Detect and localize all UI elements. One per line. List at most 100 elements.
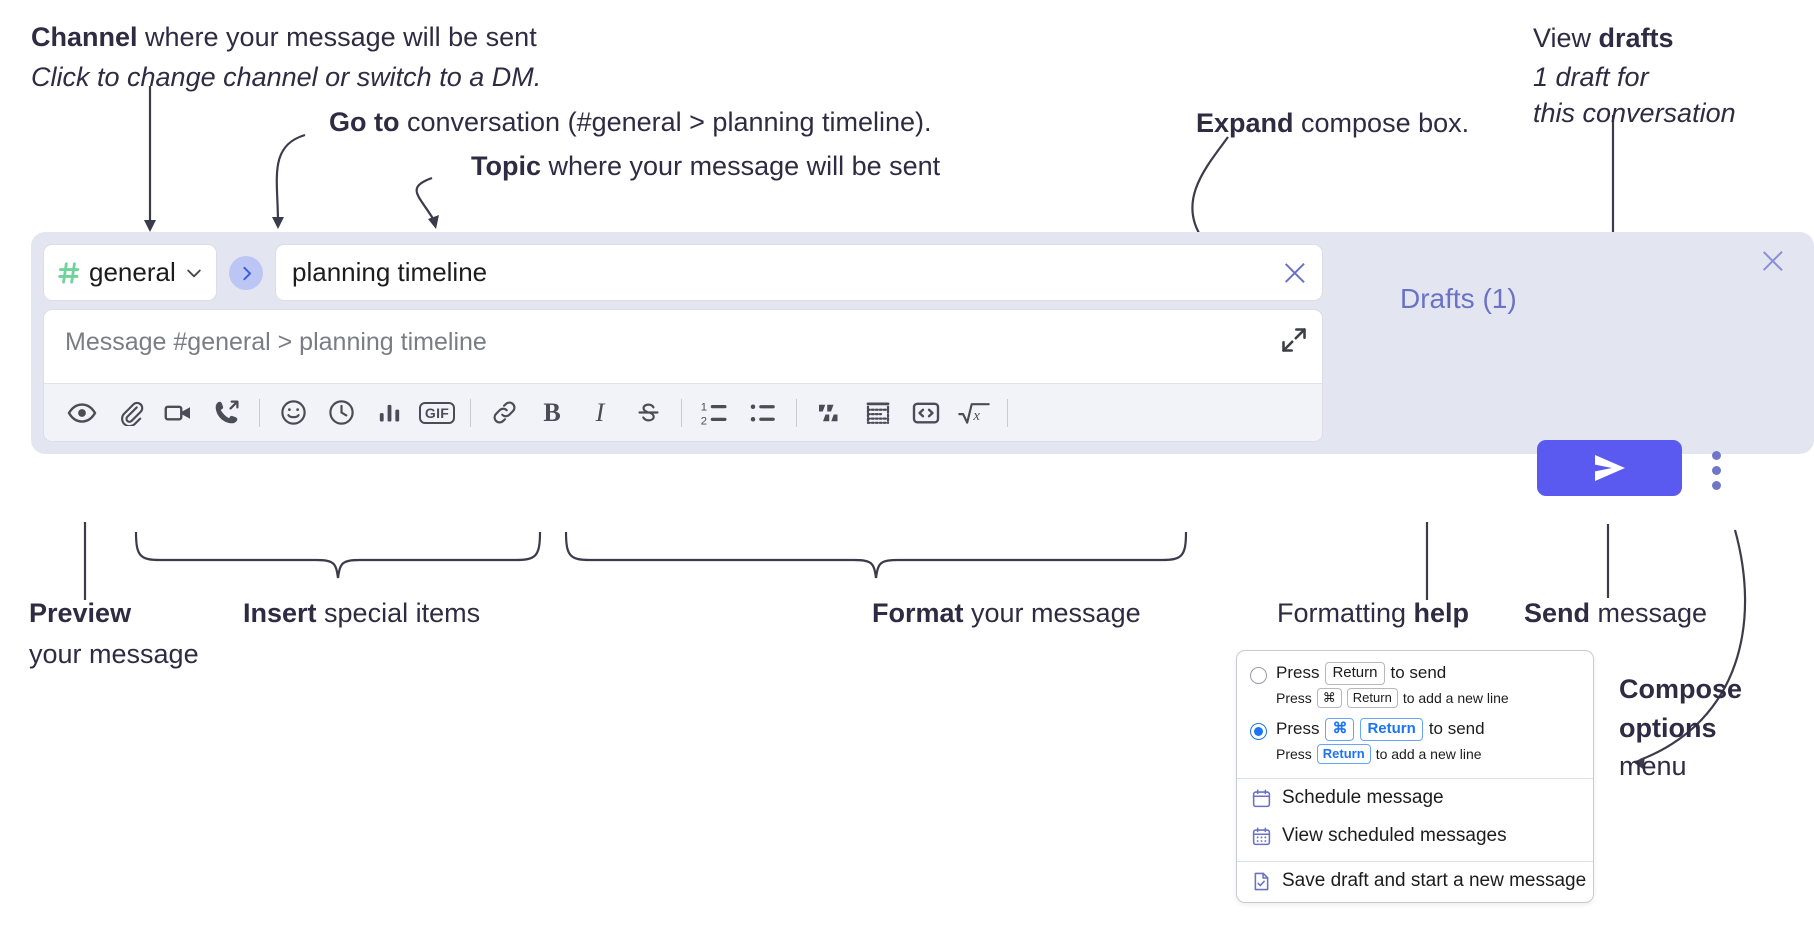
- help-icon[interactable]: [1017, 393, 1065, 433]
- annotation-goto-bold: Go to: [329, 107, 400, 137]
- menu-item-label: View scheduled messages: [1282, 825, 1507, 846]
- option2-sub-press: Press: [1276, 745, 1312, 762]
- annotation-topic-rest: where your message will be sent: [541, 151, 941, 181]
- annotation-format: Format your message: [872, 596, 1141, 631]
- math-icon[interactable]: x: [950, 393, 998, 433]
- menu-item-label: Save draft and start a new message: [1282, 870, 1587, 891]
- annotation-compose-options: Compose options menu: [1619, 672, 1742, 784]
- save-draft-icon: [1254, 872, 1269, 890]
- calendar-schedule-icon: [1252, 788, 1271, 807]
- annotation-help-bold: help: [1413, 598, 1470, 628]
- annotation-send-rest: message: [1590, 598, 1708, 628]
- annotation-send-bold: Send: [1524, 598, 1591, 628]
- annotation-insert: Insert special items: [243, 596, 480, 631]
- message-placeholder: Message #general > planning timeline: [65, 328, 487, 356]
- chevron-down-icon: [187, 269, 201, 277]
- menu-option-return-to-send[interactable]: Press Return to send: [1237, 660, 1593, 685]
- calendar-grid-icon: [1252, 826, 1271, 845]
- video-icon[interactable]: [154, 393, 202, 433]
- send-button[interactable]: [1537, 440, 1682, 496]
- menu-item-view-scheduled-messages[interactable]: View scheduled messages: [1237, 817, 1593, 855]
- attachment-icon[interactable]: [106, 393, 154, 433]
- annotation-insert-rest: special items: [316, 598, 481, 628]
- inline-code-icon[interactable]: [902, 393, 950, 433]
- emoji-icon[interactable]: [269, 393, 317, 433]
- preview-icon[interactable]: [58, 393, 106, 433]
- toolbar-divider: [259, 398, 260, 427]
- strikethrough-icon[interactable]: [624, 393, 672, 433]
- option2-tail: to send: [1428, 719, 1485, 739]
- gif-icon[interactable]: GIF: [413, 393, 461, 433]
- link-icon[interactable]: [480, 393, 528, 433]
- annotation-send: Send message: [1524, 596, 1707, 631]
- expand-icon[interactable]: [1280, 326, 1308, 354]
- channel-selector[interactable]: general: [43, 244, 217, 301]
- poll-icon[interactable]: [365, 393, 413, 433]
- annotation-expand-rest: compose box.: [1293, 108, 1470, 138]
- option1-key-return: Return: [1325, 662, 1385, 685]
- annotation-channel-italic: Click to change channel or switch to a D…: [31, 61, 542, 92]
- clear-topic-icon[interactable]: [1278, 256, 1312, 290]
- clock-icon[interactable]: [317, 393, 365, 433]
- option1-sub-key-cmd: ⌘: [1316, 687, 1342, 708]
- drafts-link[interactable]: Drafts (1): [1400, 283, 1517, 314]
- annotation-help: Formatting help: [1277, 596, 1469, 631]
- annotation-format-bold: Format: [872, 598, 964, 628]
- option1-sub-key-return: Return: [1346, 687, 1398, 708]
- annotation-channel-rest: where your message will be sent: [137, 22, 537, 52]
- annotation-drafts-italic1: 1 draft for: [1533, 61, 1649, 92]
- code-block-icon[interactable]: [854, 393, 902, 433]
- call-icon[interactable]: [202, 393, 250, 433]
- kebab-dot: [1711, 450, 1721, 460]
- bold-icon[interactable]: B: [543, 397, 561, 427]
- annotation-drafts: View drafts 1 draft for this conversatio…: [1533, 21, 1736, 131]
- annotation-compose-options-bold1: Compose: [1619, 674, 1743, 704]
- menu-item-save-draft[interactable]: Save draft and start a new message: [1237, 862, 1593, 902]
- annotation-channel-bold: Channel: [31, 22, 138, 52]
- toolbar-divider: [681, 398, 682, 427]
- send-icon: [1594, 455, 1625, 481]
- radio-cmd-return-to-send[interactable]: [1250, 723, 1267, 740]
- toolbar-divider: [1007, 398, 1008, 427]
- topic-input[interactable]: planning timeline: [275, 244, 1323, 301]
- blockquote-icon[interactable]: [806, 393, 854, 433]
- radio-return-to-send[interactable]: [1250, 667, 1267, 684]
- option1-sub-tail: to add a new line: [1402, 689, 1509, 706]
- close-icon[interactable]: [1756, 244, 1790, 278]
- menu-divider: [1237, 778, 1593, 779]
- compose-panel: general planning timeline Message #gener…: [31, 232, 1814, 454]
- bulleted-list-icon[interactable]: [739, 393, 787, 433]
- topic-value: planning timeline: [292, 257, 488, 287]
- annotation-compose-options-rest: menu: [1619, 751, 1687, 782]
- option2-sub-key-return: Return: [1316, 743, 1371, 764]
- annotation-channel: Channel where your message will be sent …: [31, 20, 541, 94]
- menu-item-schedule-message[interactable]: Schedule message: [1237, 779, 1593, 817]
- annotation-goto-rest: conversation (#general > planning timeli…: [399, 107, 932, 137]
- menu-option-cmd-return-to-send[interactable]: Press ⌘ Return to send: [1237, 716, 1593, 741]
- channel-name: general: [89, 257, 176, 287]
- italic-icon[interactable]: I: [595, 397, 605, 427]
- chevron-right-icon: [242, 266, 251, 280]
- menu-divider: [1237, 861, 1593, 862]
- annotation-compose-options-bold2: options: [1619, 712, 1717, 743]
- goto-conversation-button[interactable]: [229, 256, 263, 290]
- toolbar-divider: [470, 398, 471, 427]
- option1-press: Press: [1276, 663, 1320, 683]
- option1-tail: to send: [1390, 663, 1447, 683]
- menu-item-label: Schedule message: [1282, 787, 1444, 808]
- annotation-goto: Go to conversation (#general > planning …: [329, 105, 932, 140]
- svg-text:2: 2: [701, 415, 707, 427]
- annotation-drafts-lead: View: [1533, 23, 1599, 53]
- annotation-drafts-bold: drafts: [1598, 23, 1674, 53]
- svg-text:1: 1: [701, 401, 707, 413]
- annotation-topic: Topic where your message will be sent: [471, 149, 940, 184]
- annotation-drafts-italic2: this conversation: [1533, 98, 1736, 129]
- compose-options-button[interactable]: [1704, 450, 1728, 490]
- annotation-preview-rest: your message: [29, 638, 199, 669]
- option2-subtext: Press Return to add a new line: [1237, 741, 1593, 772]
- annotation-expand-bold: Expand: [1196, 108, 1294, 138]
- kebab-dot: [1711, 465, 1721, 475]
- message-input-box[interactable]: Message #general > planning timeline: [43, 309, 1323, 442]
